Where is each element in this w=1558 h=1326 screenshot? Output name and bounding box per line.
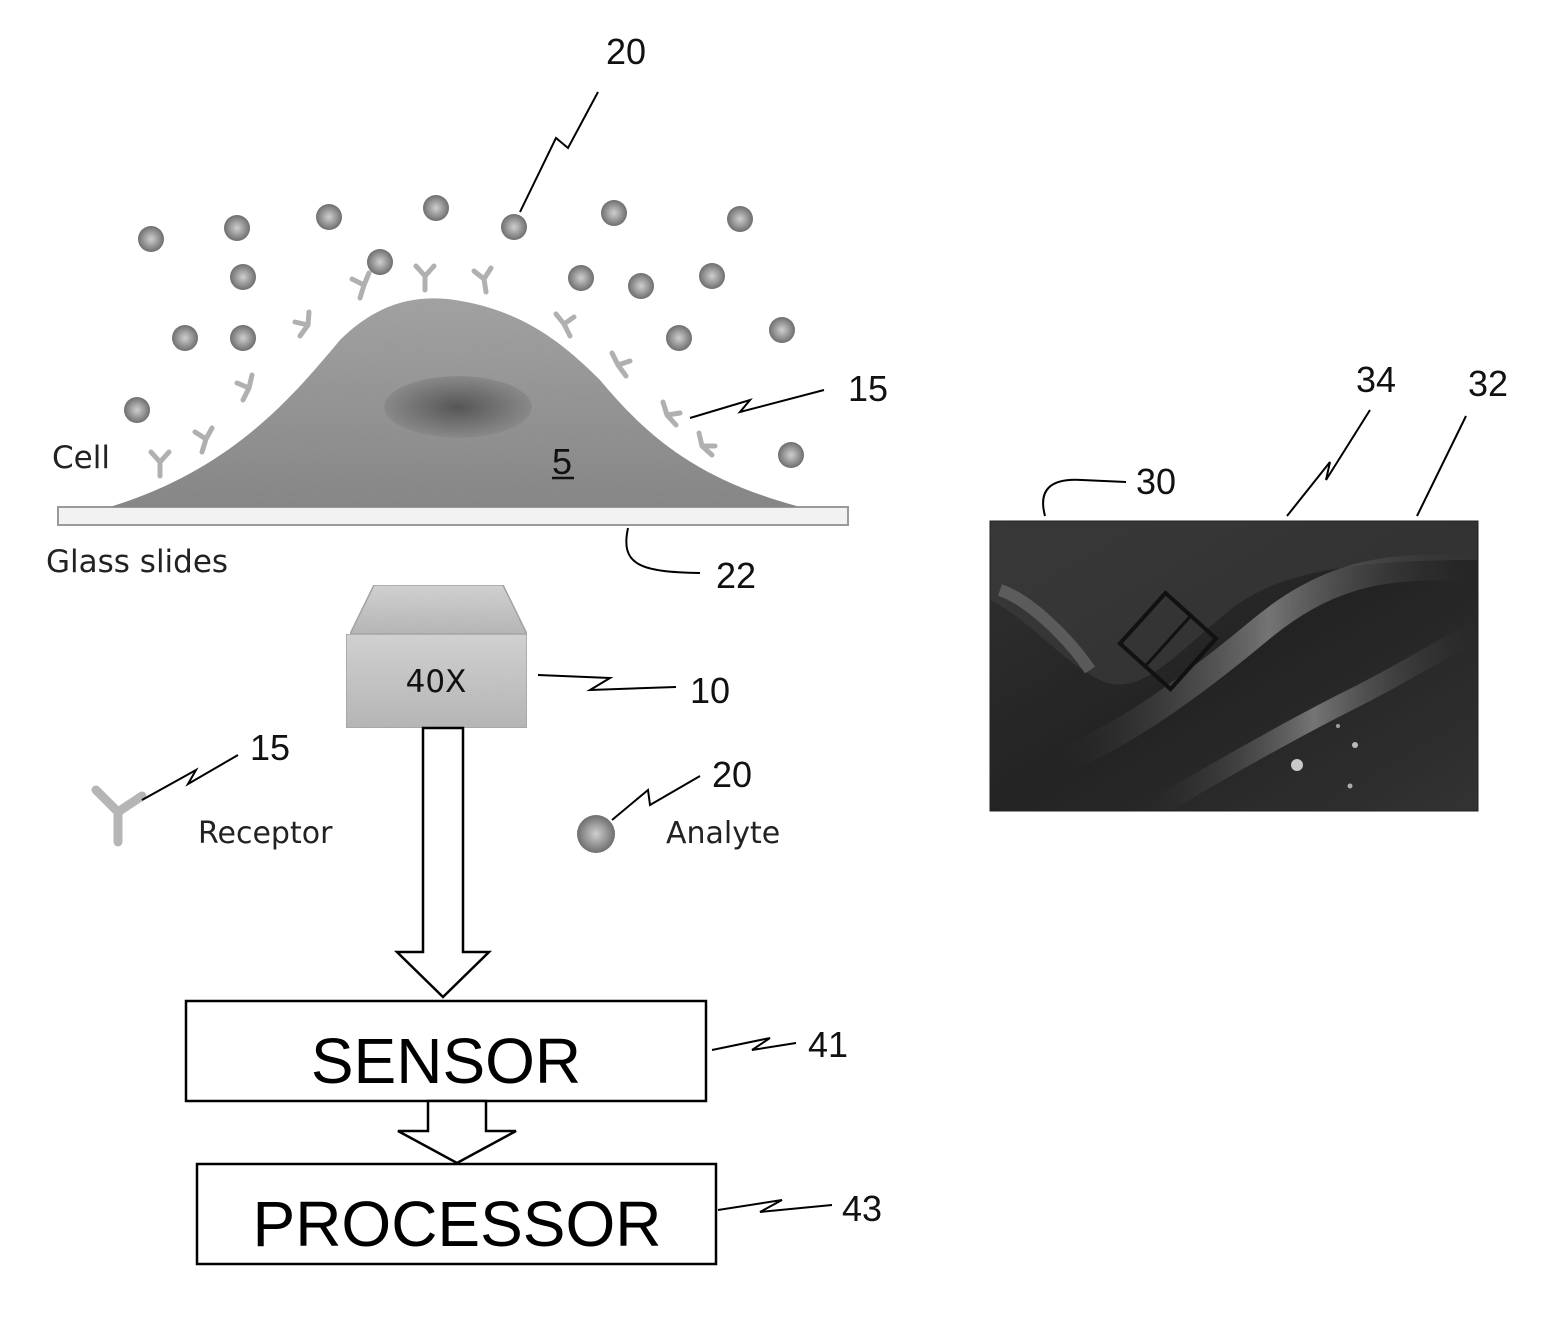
analyte-dot [230, 264, 256, 290]
analyte-dot [778, 442, 804, 468]
analyte-dot [230, 325, 256, 351]
analyte-dot [172, 325, 198, 351]
analyte-dot [769, 317, 795, 343]
receptor-mark [295, 312, 309, 336]
receptor-mark [237, 375, 252, 400]
arrow-objective-to-sensor [397, 728, 489, 997]
microscope-image-panel: 30 34 32 [990, 359, 1508, 811]
objective-label: 40X [406, 664, 467, 700]
leader-34 [1287, 410, 1370, 516]
microscope-image [990, 520, 1478, 811]
receptor-mark [474, 268, 491, 292]
leader-20-legend [612, 776, 700, 820]
glass-slide [58, 507, 848, 525]
analyte-dot [699, 263, 725, 289]
ref-20-top: 20 [606, 31, 646, 72]
ref-15-cell: 15 [848, 368, 888, 409]
analyte-dot [367, 249, 393, 275]
ref-43: 43 [842, 1188, 882, 1229]
leader-43 [718, 1200, 832, 1212]
image-noise [990, 521, 1478, 811]
ref-20-legend: 20 [712, 754, 752, 795]
analyte-dot [124, 397, 150, 423]
ref-22: 22 [716, 555, 756, 596]
receptor-mark [195, 428, 212, 452]
sensor-label: SENSOR [311, 1025, 581, 1097]
cell-label: Cell [52, 440, 110, 476]
glass-slides-label: Glass slides [46, 544, 228, 580]
ref-10: 10 [690, 670, 730, 711]
ref-30: 30 [1136, 461, 1176, 502]
ref-34: 34 [1356, 359, 1396, 400]
leader-20-top [520, 92, 598, 212]
receptor-mark [416, 266, 434, 290]
objective-top [350, 585, 527, 634]
receptor-mark [612, 353, 630, 376]
ref-15-legend: 15 [250, 727, 290, 768]
receptor-mark [556, 314, 574, 336]
signal-flow: SENSOR 41 PROCESSOR 43 [186, 728, 882, 1264]
analyte-dot [138, 226, 164, 252]
leader-15-cell [690, 390, 824, 418]
leader-30 [1043, 480, 1126, 516]
receptor-icon-shape [96, 790, 142, 842]
analyte-dot [224, 215, 250, 241]
receptor-mark [663, 402, 680, 425]
analyte-dot [501, 214, 527, 240]
arrow-sensor-to-processor [398, 1101, 516, 1163]
analyte-dot [727, 206, 753, 232]
leader-41 [712, 1038, 796, 1050]
analyte-dot [666, 325, 692, 351]
leader-22 [626, 528, 700, 573]
receptor-legend-icon [96, 790, 142, 842]
analyte-dot [568, 265, 594, 291]
objective-lens: 40X 10 [346, 585, 730, 728]
analyte-legend-icon [577, 815, 615, 853]
cell-nucleus [384, 376, 532, 438]
processor-label: PROCESSOR [253, 1188, 662, 1260]
analyte-label: Analyte [666, 816, 780, 851]
receptor-mark [352, 273, 369, 298]
receptor-mark [151, 452, 169, 476]
ref-41: 41 [808, 1024, 848, 1065]
analyte-dot [423, 195, 449, 221]
receptor-mark [699, 433, 715, 455]
cell-diagram: Cell Glass slides 5 20 15 22 [46, 31, 888, 596]
cell-ref-number: 5 [552, 441, 572, 482]
ref-32: 32 [1468, 363, 1508, 404]
leader-15-legend [142, 755, 238, 800]
leader-10 [538, 675, 676, 690]
analyte-dot [601, 200, 627, 226]
leader-32 [1417, 416, 1466, 516]
analyte-dot [628, 273, 654, 299]
analyte-dot [316, 204, 342, 230]
receptor-label: Receptor [198, 816, 333, 851]
